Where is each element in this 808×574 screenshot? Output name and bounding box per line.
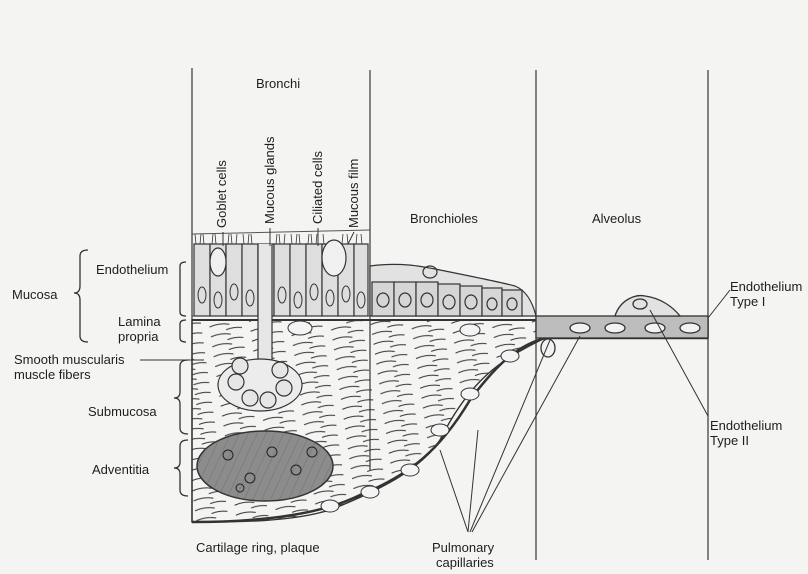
label-cartilage-ring: Cartilage ring, plaque [196, 540, 320, 555]
left-brackets [74, 250, 188, 496]
label-adventitia: Adventitia [92, 462, 149, 477]
column-title-alveolus: Alveolus [592, 211, 641, 226]
label-propria: propria [118, 329, 158, 344]
column-title-bronchi: Bronchi [256, 76, 300, 91]
label-endothelium-type-2: Endothelium [710, 418, 782, 433]
label-type-2: Type II [710, 433, 749, 448]
label-ciliated-cells: Ciliated cells [310, 151, 325, 224]
bronchioles-epithelium [370, 264, 536, 316]
label-mucosa: Mucosa [12, 287, 58, 302]
column-title-bronchioles: Bronchioles [410, 211, 478, 226]
label-type-1: Type I [730, 294, 765, 309]
alveolar-membrane [536, 296, 708, 357]
mucous-film-line [192, 230, 370, 234]
label-muscle-fibers: muscle fibers [14, 367, 91, 382]
label-mucous-film: Mucous film [346, 159, 361, 228]
label-goblet-cells: Goblet cells [214, 160, 229, 228]
label-lamina: Lamina [118, 314, 161, 329]
label-mucous-glands: Mucous glands [262, 137, 277, 224]
label-capillaries: capillaries [436, 555, 494, 570]
cartilage-plaque [197, 431, 333, 501]
label-smooth-muscularis: Smooth muscularis [14, 352, 125, 367]
label-endothelium: Endothelium [96, 262, 168, 277]
label-endothelium-type-1: Endothelium [730, 279, 802, 294]
label-pulmonary: Pulmonary [432, 540, 494, 555]
label-submucosa: Submucosa [88, 404, 157, 419]
